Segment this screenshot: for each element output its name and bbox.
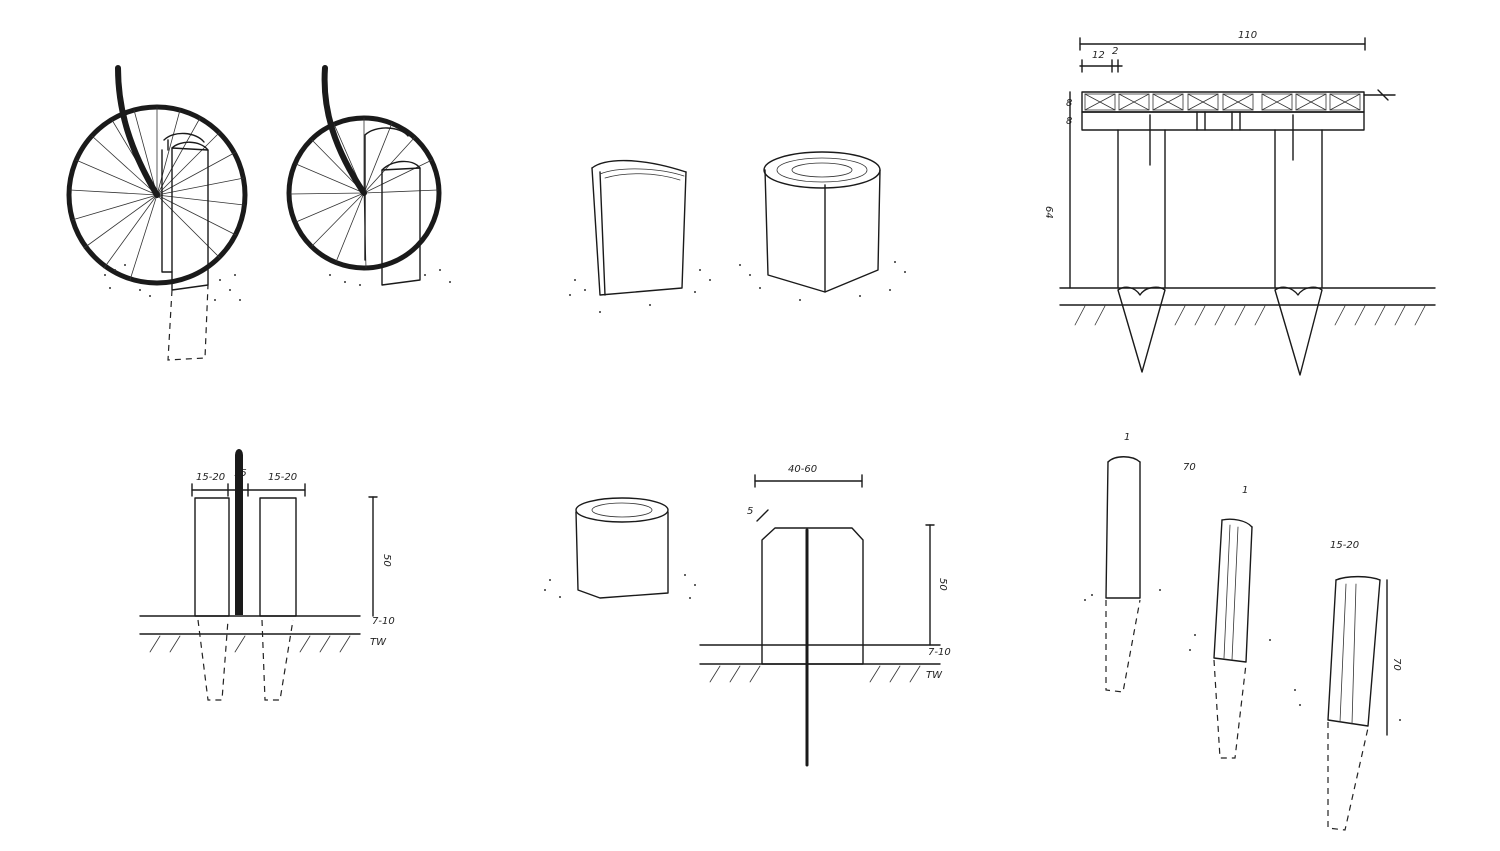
stake-b-label: 1 [1242,485,1248,496]
post-right-width-label: 15-20 [268,472,297,483]
stump-width-label: 40-60 [788,464,817,475]
bench-elevation-sketch: 110 12 2 8 8 64 [1043,30,1436,376]
stake-a-height-label: 70 [1183,462,1196,473]
bike-stand-sketch-right [286,65,451,286]
post-height-label: 50 [381,554,392,567]
bench-height-label: 64 [1043,206,1054,219]
block-stool-sketch [544,497,696,599]
post-left-width-label: 15-20 [196,472,225,483]
stake-c-height-label: 70 [1391,658,1402,671]
stump-section-sketch: 40-60 5 50 7-10 TW [699,464,951,767]
row2-height-label: 8 [1066,116,1072,127]
post-ground-label: TW [370,637,387,648]
log-stool-sketch-large [739,151,906,301]
slat-gap-label: 2 [1112,46,1118,57]
stump-ground-label: TW [926,670,943,681]
stake-c-width-label: 15-20 [1330,540,1359,551]
row1-height-label: 8 [1066,98,1072,109]
slat-width-label: 12 [1092,50,1105,61]
stump-depth-label: 7-10 [928,647,951,658]
stump-height-label: 50 [937,578,948,591]
log-stool-sketch-small [569,159,711,313]
bench-width-label: 110 [1238,30,1257,41]
stake-a-label: 1 [1124,432,1130,443]
stump-chamfer-label: 5 [747,506,753,517]
bike-stand-sketch-left [66,65,248,361]
stakes-sketch: 1 70 1 15-20 70 [1084,432,1402,831]
post-depth-label: 7-10 [372,616,395,627]
post-pair-section-sketch: 15-20 15 15-20 50 7-10 TW [139,449,395,701]
